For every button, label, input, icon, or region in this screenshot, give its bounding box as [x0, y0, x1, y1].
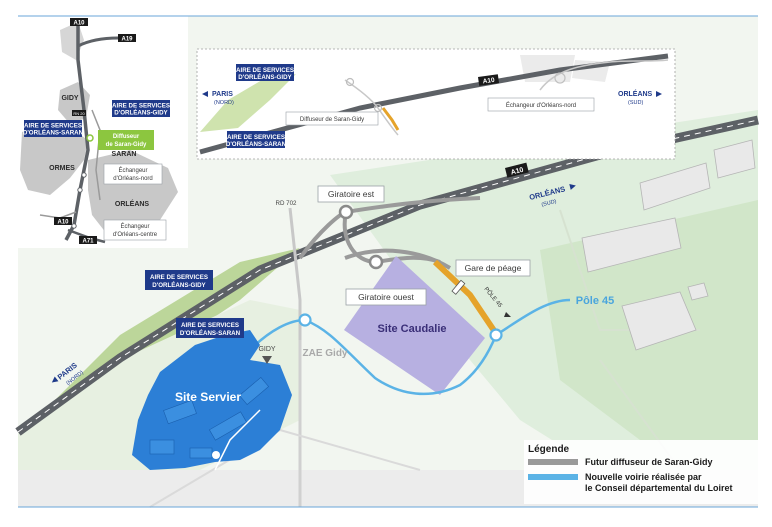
gidy-town-label: GIDY — [61, 95, 78, 102]
new-roundabout-east — [489, 328, 503, 342]
svg-text:A19: A19 — [121, 37, 133, 43]
gare-peage-callout: Gare de péage — [455, 259, 531, 277]
svg-text:AIRE DE SERVICES: AIRE DE SERVICES — [112, 103, 170, 110]
svg-text:AIRE DE SERVICES: AIRE DE SERVICES — [181, 322, 239, 329]
inset-a19 — [77, 36, 119, 48]
svg-text:d'Orléans-nord: d'Orléans-nord — [113, 176, 153, 182]
orleans-town-label: ORLÉANS — [115, 199, 150, 208]
building — [621, 291, 697, 351]
inset-sud-label: (SUD) — [628, 100, 643, 106]
inset-left: A10 A19 A10 A71 RN 20 GIDY SARAN ORMES O… — [18, 16, 188, 248]
aire-saran-badge: AIRE DE SERVICES D'ORLÉANS-SARAN — [176, 318, 244, 338]
svg-text:AIRE DE SERVICES: AIRE DE SERVICES — [236, 67, 294, 74]
gidy-label: GIDY — [258, 346, 275, 353]
inset-top: A10 PARIS (NORD) ORLÉANS (SUD) AIRE DE S… — [196, 48, 676, 160]
site-caudalie-label: Site Caudalie — [377, 323, 446, 335]
legend-title: Légende — [528, 444, 570, 455]
svg-text:Échangeur: Échangeur — [118, 167, 147, 174]
svg-text:de Saran-Gidy: de Saran-Gidy — [106, 142, 147, 148]
inset-diffuseur-callout: Diffuseur de Saran-Gidy — [285, 111, 379, 126]
ormes-town-label: ORMES — [49, 165, 75, 172]
site-servier-label: Site Servier — [175, 390, 241, 404]
svg-text:RN 20: RN 20 — [73, 111, 85, 116]
zae-gidy-label: ZAE Gidy — [302, 348, 347, 359]
building — [687, 282, 709, 301]
svg-text:(SUD): (SUD) — [541, 199, 557, 209]
svg-text:D'ORLÉANS-GIDY: D'ORLÉANS-GIDY — [238, 73, 292, 81]
svg-text:Diffuseur de Saran-Gidy: Diffuseur de Saran-Gidy — [300, 117, 364, 123]
pole45-label: Pôle 45 — [576, 295, 615, 307]
legend-item-future: Futur diffuseur de Saran-Gidy — [585, 457, 713, 467]
giratoire-est-callout: Giratoire est — [317, 185, 385, 203]
inset-left-diffuseur-badge: Diffuseur de Saran-Gidy — [98, 130, 154, 150]
inset-left-ech-centre: Échangeur d'Orléans-centre — [103, 219, 167, 241]
a10-shield-left: A10 — [70, 18, 88, 27]
svg-text:A10: A10 — [57, 220, 69, 226]
building — [713, 139, 756, 179]
building — [581, 217, 682, 273]
a71-shield: A71 — [79, 236, 97, 245]
inset-left-aire-gidy-badge: AIRE DE SERVICES D'ORLÉANS-GIDY — [112, 100, 170, 117]
a19-shield: A19 — [118, 34, 136, 43]
a10-shield: A10 — [505, 162, 529, 178]
legend-swatch-new-road — [528, 474, 578, 480]
svg-text:AIRE DE SERVICES: AIRE DE SERVICES — [24, 123, 82, 130]
rn20-shield: RN 20 — [72, 110, 86, 116]
svg-text:D'ORLÉANS-GIDY: D'ORLÉANS-GIDY — [114, 109, 168, 117]
giratoire-ouest-callout: Giratoire ouest — [345, 288, 427, 306]
rd702-label: RD 702 — [276, 200, 298, 207]
svg-text:D'ORLÉANS-SARAN: D'ORLÉANS-SARAN — [226, 140, 287, 148]
svg-text:A10: A10 — [73, 21, 85, 27]
svg-text:Giratoire ouest: Giratoire ouest — [358, 292, 414, 302]
a10-shield-bottom: A10 — [54, 217, 72, 226]
svg-text:D'ORLÉANS-SARAN: D'ORLÉANS-SARAN — [180, 329, 241, 337]
inset-nord-label: (NORD) — [214, 100, 234, 106]
svg-text:AIRE DE SERVICES: AIRE DE SERVICES — [150, 274, 208, 281]
building — [639, 162, 711, 211]
inset-left-ech-nord: Échangeur d'Orléans-nord — [103, 163, 163, 185]
saran-town-label: SARAN — [112, 151, 137, 158]
svg-text:Gare de péage: Gare de péage — [465, 263, 522, 273]
svg-text:A71: A71 — [82, 239, 94, 245]
legend-swatch-future — [528, 459, 578, 465]
giratoire-est-roundabout — [338, 204, 354, 220]
aire-gidy-badge: AIRE DE SERVICES D'ORLÉANS-GIDY — [145, 270, 213, 290]
inset-a10-label: A10 — [482, 77, 495, 86]
svg-text:D'ORLÉANS-GIDY: D'ORLÉANS-GIDY — [152, 281, 206, 289]
svg-text:AIRE DE SERVICES: AIRE DE SERVICES — [227, 134, 285, 141]
legend-item-new-road-l1: Nouvelle voirie réalisée par — [585, 472, 702, 482]
inset-orleans-label: ORLÉANS — [618, 89, 653, 98]
legend: Légende Futur diffuseur de Saran-Gidy No… — [524, 440, 758, 504]
svg-text:Giratoire est: Giratoire est — [328, 189, 375, 199]
inset-left-aire-saran-badge: AIRE DE SERVICES D'ORLÉANS-SARAN — [23, 120, 84, 137]
toll-station — [451, 279, 466, 295]
inset-paris-label: PARIS — [212, 91, 233, 98]
inset-aire-saran-badge: AIRE DE SERVICES D'ORLÉANS-SARAN — [226, 131, 287, 148]
giratoire-ouest-roundabout — [368, 254, 384, 270]
svg-text:Diffuseur: Diffuseur — [113, 134, 140, 140]
svg-text:d'Orléans-centre: d'Orléans-centre — [113, 232, 158, 238]
new-roundabout-west — [298, 313, 312, 327]
inset-aire-gidy-badge: AIRE DE SERVICES D'ORLÉANS-GIDY — [236, 64, 294, 81]
orange-access-road — [432, 259, 498, 334]
svg-text:D'ORLÉANS-SARAN: D'ORLÉANS-SARAN — [23, 129, 84, 137]
legend-item-new-road-l2: le Conseil départemental du Loiret — [585, 483, 733, 493]
inset-echangeur-callout: Échangeur d'Orléans-nord — [487, 97, 595, 112]
svg-text:A10: A10 — [510, 167, 524, 177]
svg-text:Échangeur: Échangeur — [120, 223, 149, 230]
rd702-road — [288, 207, 302, 340]
svg-text:Échangeur d'Orléans-nord: Échangeur d'Orléans-nord — [506, 102, 576, 109]
site-servier-area — [132, 330, 292, 470]
